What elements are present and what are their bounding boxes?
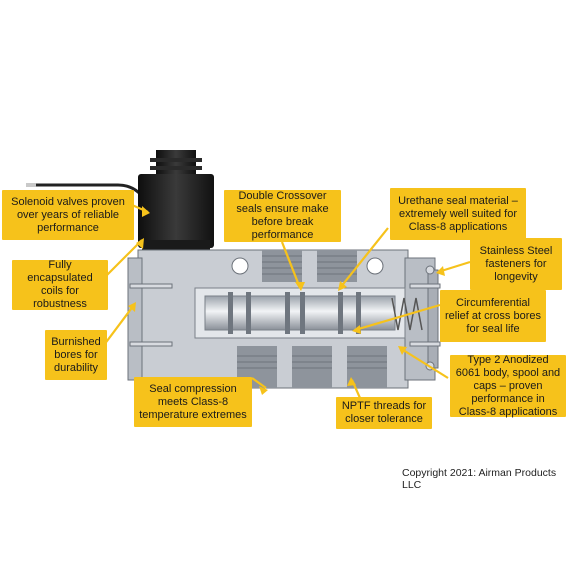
solenoid-wire (30, 183, 151, 202)
callout-burnished: Burnished bores for durability (45, 330, 107, 380)
callout-circumferential: Circumferential relief at cross bores fo… (440, 290, 546, 342)
callout-stainless: Stainless Steel fasteners for longevity (470, 238, 562, 290)
callout-seal-compression: Seal compression meets Class-8 temperatu… (134, 377, 252, 427)
callout-nptf: NPTF threads for closer tolerance (336, 397, 432, 429)
callout-anodized: Type 2 Anodized 6061 body, spool and cap… (450, 354, 566, 418)
callout-urethane: Urethane seal material – extremely well … (390, 188, 526, 240)
solenoid-coil (138, 150, 214, 252)
wire-tip (26, 183, 36, 187)
leader-arrowheads (128, 206, 445, 395)
callout-solenoid: Solenoid valves proven over years of rel… (2, 190, 134, 240)
fasteners (129, 265, 441, 371)
leader-lines (103, 203, 471, 399)
spool (204, 292, 396, 334)
copyright-text: Copyright 2021: Airman Products LLC (402, 467, 557, 491)
callout-crossover: Double Crossover seals ensure make befor… (224, 190, 341, 242)
callout-coils: Fully encapsulated coils for robustness (12, 259, 108, 310)
